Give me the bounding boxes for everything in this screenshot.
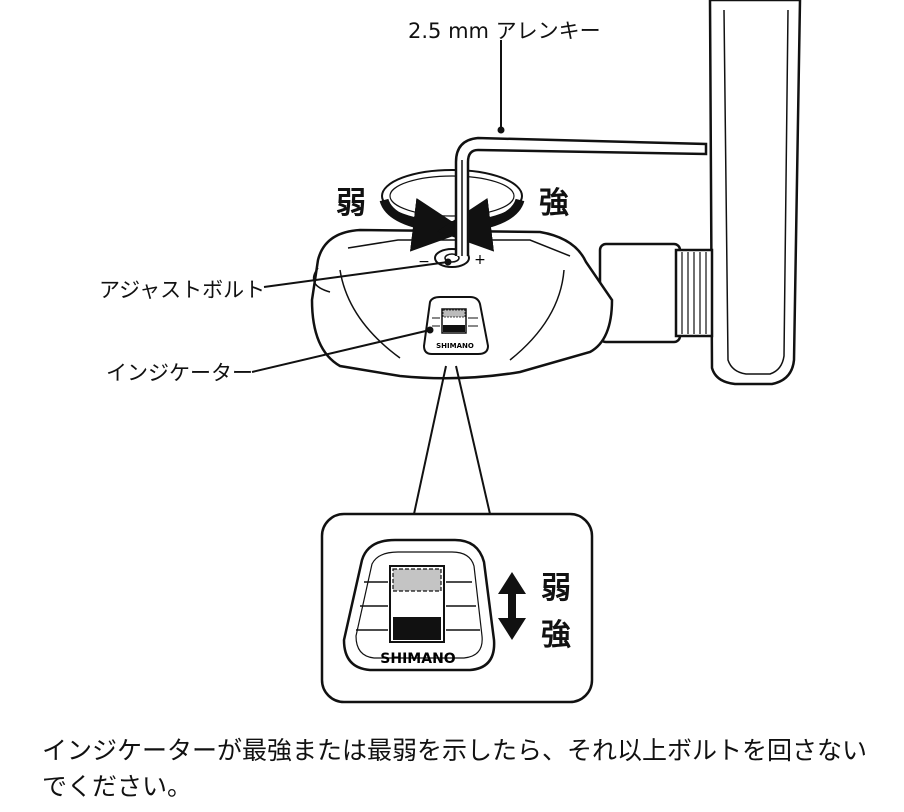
minus-mark: − (418, 254, 430, 270)
plus-mark: + (474, 252, 486, 268)
allen-key (454, 136, 708, 256)
caution-note: インジケーターが最強または最弱を示したら、それ以上ボルトを回さないでください。 (42, 736, 868, 801)
rotation-ring (379, 169, 525, 252)
zoom-line-left (413, 365, 447, 515)
strong-label-detail: 強 (541, 618, 571, 653)
weak-label-detail: 弱 (541, 571, 571, 606)
double-arrow-icon (498, 572, 526, 640)
strong-label-top: 強 (539, 186, 569, 221)
brand-small: SHIMANO (436, 342, 474, 350)
large-indicator (342, 538, 496, 672)
adjust-bolt-label: アジャストボルト (99, 278, 266, 302)
zoom-line-right (455, 365, 491, 515)
indicator-leader-dot (426, 326, 434, 334)
brand-large: SHIMANO (380, 651, 455, 667)
indicator-leader (251, 329, 431, 373)
pedal-axle (598, 242, 714, 344)
small-indicator (422, 296, 490, 355)
indicator-label: インジケーター (106, 361, 253, 385)
tool-label: 2.5 mm アレンキー (408, 19, 601, 43)
weak-label-top: 弱 (336, 186, 366, 221)
crank-arm (708, 0, 802, 386)
bolt-leader (263, 261, 449, 288)
tool-leader-dot (497, 126, 505, 134)
bolt-leader-dot (444, 258, 452, 266)
